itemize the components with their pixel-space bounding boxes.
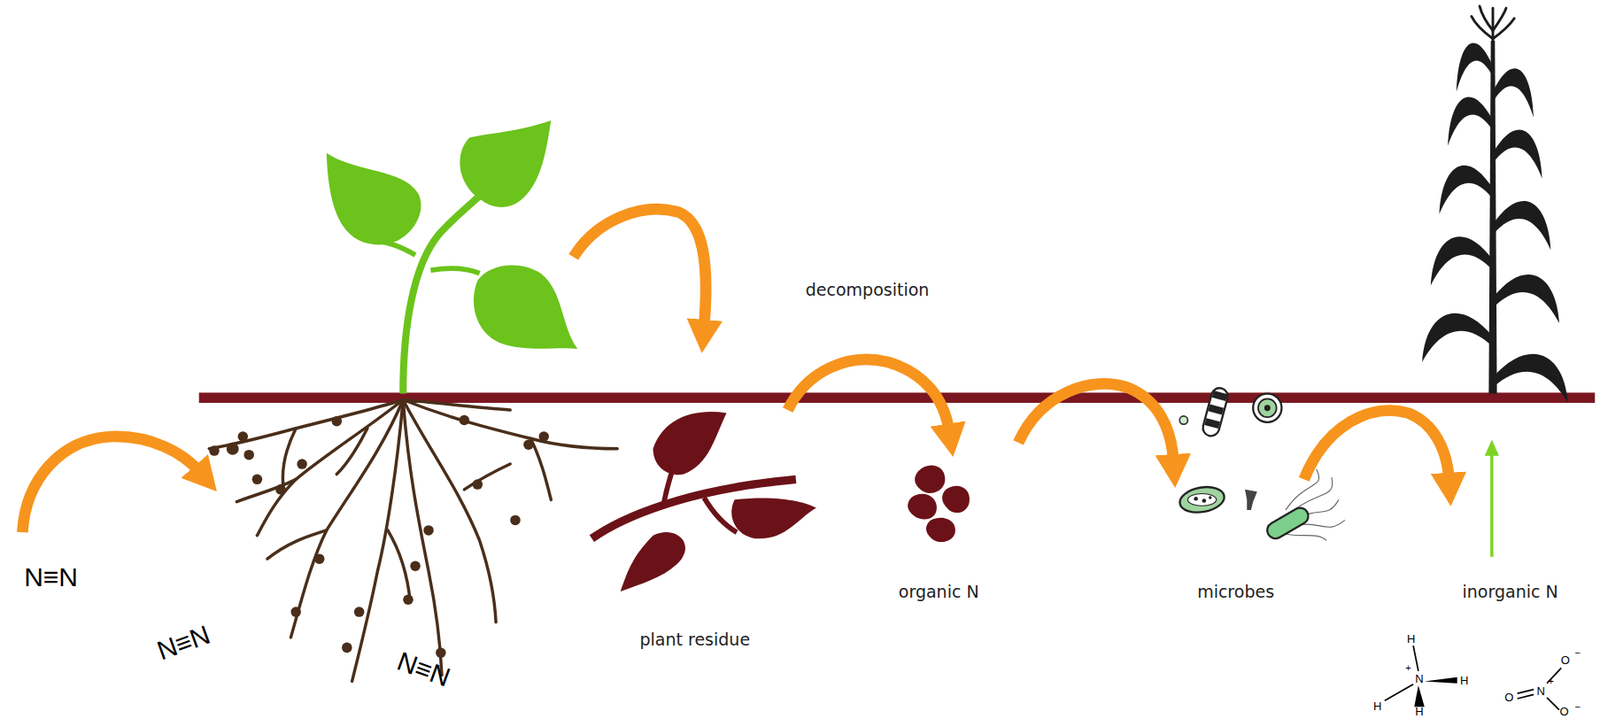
dinitrogen-formula: N≡N (23, 564, 78, 591)
corn-leaf (1492, 354, 1569, 403)
ammonium-structure (1384, 645, 1458, 707)
atom-symbol: H (1406, 633, 1415, 645)
corn-leaf (1456, 43, 1493, 93)
atom-symbol: + (1547, 676, 1554, 687)
dinitrogen-formula: N≡N (154, 621, 214, 665)
legume-plant (326, 120, 578, 395)
root-nodules (208, 415, 549, 658)
corn-leaf (1492, 129, 1543, 178)
corn-leaf (1492, 274, 1560, 324)
atom-symbol: O (1560, 705, 1570, 718)
plant-residue (591, 411, 817, 592)
uptake-arrow (1484, 439, 1500, 557)
atom-symbol: + (1405, 663, 1411, 673)
microbes (1177, 386, 1345, 542)
stage-label: plant residue (640, 631, 751, 649)
process-label: decomposition (805, 281, 930, 299)
corn-leaf (1438, 165, 1493, 215)
nitrate-structure (1517, 667, 1562, 710)
atom-symbol: H (1414, 705, 1423, 718)
organic-matter (907, 465, 970, 542)
corn-leaf (1422, 313, 1493, 363)
corn-leaf (1447, 97, 1493, 147)
corn-plant (1422, 6, 1569, 403)
atom-symbol: − (1574, 702, 1580, 712)
atom-symbol: O (1504, 691, 1514, 704)
atom-symbol: − (1574, 648, 1580, 658)
atom-symbol: H (1460, 674, 1469, 687)
stage-label: microbes (1197, 583, 1275, 601)
atom-symbol: H (1373, 700, 1382, 712)
atom-symbol: N (1536, 685, 1545, 697)
stage-label: organic N (898, 583, 980, 601)
root-system (208, 399, 618, 681)
corn-leaf (1492, 200, 1551, 250)
corn-leaf (1492, 68, 1534, 117)
corn-leaf (1430, 236, 1493, 286)
atom-symbol: N (1414, 672, 1423, 685)
stage-label: inorganic N (1462, 583, 1559, 601)
atom-symbol: O (1561, 654, 1570, 666)
